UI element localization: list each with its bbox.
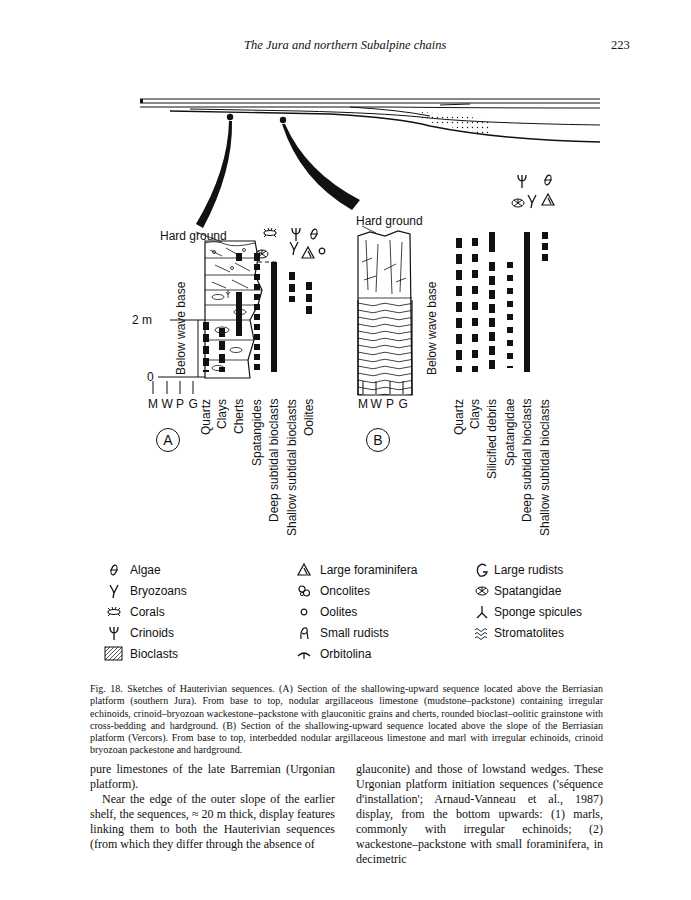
legend-text: Large foraminifera xyxy=(320,563,417,577)
legend-symbol xyxy=(294,561,314,579)
zone-label: Below wave base xyxy=(425,281,439,374)
texture-label: M xyxy=(148,397,158,411)
legend-text: Spatangidae xyxy=(494,584,561,598)
column-label: Cherts xyxy=(232,399,246,434)
column-label: Spatangides xyxy=(250,399,264,466)
legend-symbol xyxy=(472,561,492,579)
column-label: Quartz xyxy=(199,399,213,435)
section-letter: A xyxy=(156,428,180,452)
zone-label: Below wave base xyxy=(174,281,188,374)
body-text: Near the edge of the outer slope of the … xyxy=(90,792,335,852)
legend-symbol xyxy=(294,645,314,663)
legend-text: Bioclasts xyxy=(130,647,178,661)
texture-label: P xyxy=(386,397,394,411)
legend-symbol xyxy=(104,582,124,600)
column-label: Spatangidae xyxy=(503,399,517,466)
section-letter: B xyxy=(366,428,390,452)
legend-text: Oolites xyxy=(320,605,357,619)
legend-symbol xyxy=(104,645,124,663)
body-text: glauconite) and those of lowstand wedges… xyxy=(356,762,603,867)
legend-text: Crinoids xyxy=(130,626,174,640)
column-label: Silicified debris xyxy=(485,399,499,479)
legend-symbol xyxy=(294,603,314,621)
letter-text: B xyxy=(373,432,382,448)
letter-text: A xyxy=(163,432,172,448)
column-label: Oolites xyxy=(302,399,316,436)
column-label: Shallow subtidal bioclasts xyxy=(285,399,299,536)
legend-symbol xyxy=(472,582,492,600)
legend-text: Corals xyxy=(130,605,165,619)
legend-text: Stromatolites xyxy=(494,626,564,640)
texture-label: W xyxy=(371,397,382,411)
scale-label: 2 m xyxy=(132,313,152,327)
legend-symbol xyxy=(104,603,124,621)
column-label: Clays xyxy=(215,399,229,429)
column-label: Clays xyxy=(468,399,482,429)
figure-caption: Fig. 18. Sketches of Hauterivian sequenc… xyxy=(90,683,603,757)
texture-label: W xyxy=(162,397,173,411)
texture-label: M xyxy=(358,397,368,411)
legend-symbol xyxy=(294,582,314,600)
legend-text: Sponge spicules xyxy=(494,605,582,619)
column-label: Deep subtidal bioclasts xyxy=(520,399,534,522)
column-label: Deep subtidal bioclasts xyxy=(267,399,281,522)
legend-text: Large rudists xyxy=(494,563,563,577)
legend-text: Small rudists xyxy=(320,626,389,640)
legend-symbol xyxy=(294,624,314,642)
column-label: Quartz xyxy=(452,399,466,435)
legend-symbol xyxy=(104,561,124,579)
column-label: Shallow subtidal bioclasts xyxy=(538,399,552,536)
texture-label: G xyxy=(399,397,408,411)
page-number: 223 xyxy=(611,38,630,52)
legend-text: Bryozoans xyxy=(130,584,187,598)
legend-text: Algae xyxy=(130,563,161,577)
texture-label: P xyxy=(176,397,184,411)
hardground-label: Hard ground xyxy=(356,214,423,228)
legend-symbol xyxy=(472,624,492,642)
legend-text: Oncolites xyxy=(320,584,370,598)
hardground-label: Hard ground xyxy=(160,229,227,243)
scale-label: 0 xyxy=(147,370,154,384)
texture-label: G xyxy=(189,397,198,411)
legend-symbol xyxy=(104,624,124,642)
running-header: The Jura and northern Subalpine chains xyxy=(244,38,446,52)
body-text: pure limestones of the late Barremian (U… xyxy=(90,762,335,792)
legend-text: Orbitolina xyxy=(320,647,371,661)
legend-symbol xyxy=(472,603,492,621)
